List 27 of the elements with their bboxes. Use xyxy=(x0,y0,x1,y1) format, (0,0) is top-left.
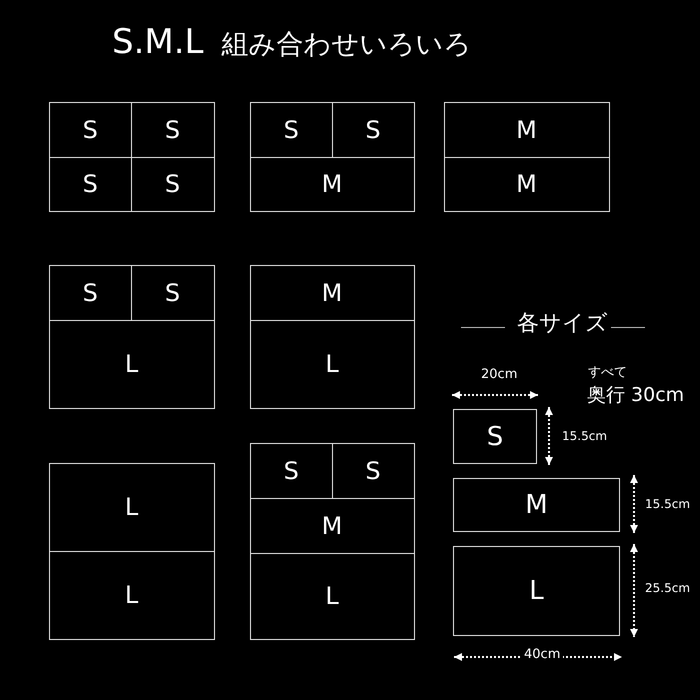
size-letter: S xyxy=(82,118,98,142)
size-letter: L xyxy=(325,584,339,608)
title: S.M.L 組み合わせいろいろ xyxy=(112,22,472,63)
size-letter: L xyxy=(124,495,138,520)
size-letter: S xyxy=(365,118,381,142)
size-letter: L xyxy=(529,578,544,604)
size-letter: M xyxy=(322,172,342,196)
size-letter: S xyxy=(164,118,180,142)
size-letter: L xyxy=(124,583,138,607)
size-letter: M xyxy=(322,514,342,538)
size-letter: S xyxy=(486,424,504,450)
size-letter: L xyxy=(124,352,138,376)
size-letter: M xyxy=(516,118,537,142)
size-panel xyxy=(453,409,537,464)
size-panel xyxy=(453,546,620,636)
size-letter: S xyxy=(164,280,180,305)
size-letter: L xyxy=(325,352,339,376)
size-letter: S xyxy=(82,280,98,305)
size-letter: M xyxy=(322,280,342,305)
size-letter: S xyxy=(284,118,299,142)
size-letter: M xyxy=(525,492,548,518)
size-panel xyxy=(453,478,620,532)
size-letter: S xyxy=(284,458,299,483)
size-letter: M xyxy=(516,172,537,196)
size-letter: S xyxy=(365,458,381,483)
size-letter: S xyxy=(82,172,98,196)
size-letter: S xyxy=(164,172,180,196)
